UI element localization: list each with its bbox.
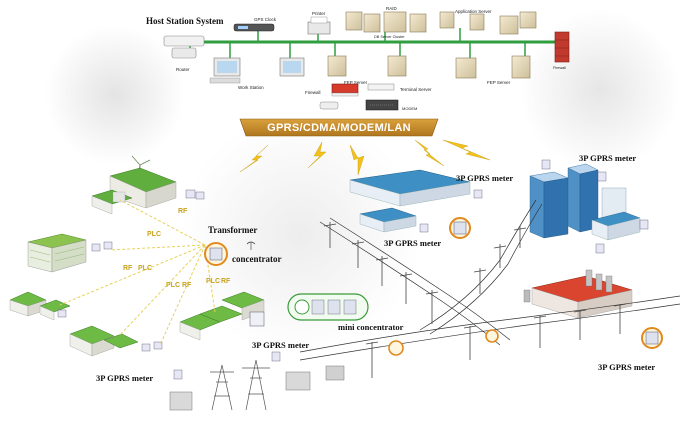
gprs-meter-label-top-right: 3P GPRS meter	[579, 153, 636, 163]
meter-icon	[57, 309, 163, 352]
factory-building-icon	[349, 169, 471, 233]
apartment-building-icon	[27, 233, 87, 273]
modem-label: MODEM	[402, 106, 417, 111]
work-station-label: Work Station	[238, 85, 264, 90]
firewall-right-icon	[554, 31, 570, 63]
gprs-meter-label-mid: 3P GPRS meter	[384, 238, 441, 248]
power-poles	[323, 222, 627, 378]
network-banner	[239, 118, 439, 137]
gprs-meter-circle-icon	[449, 217, 471, 239]
printer-icon	[307, 16, 331, 35]
transformer-label: Transformer	[208, 225, 257, 235]
modem-icon	[365, 99, 399, 111]
router-small-icon	[319, 101, 339, 110]
application-server-label: Application Server	[455, 9, 492, 14]
rf-label-1: RF	[178, 208, 188, 215]
fep-server-label-1: FEP Server	[344, 80, 368, 85]
meter-icon	[541, 159, 649, 254]
raid-label: RAID	[386, 6, 398, 11]
power-plant-icon	[523, 269, 633, 319]
antenna-icon	[246, 241, 256, 250]
gps-clock-icon	[233, 23, 275, 32]
terminal-server-icon	[367, 83, 395, 91]
plc-label-2: PLC	[138, 265, 152, 272]
terminal-server-label: Terminal Server	[400, 87, 432, 92]
transformer-concentrator-icon	[204, 242, 228, 266]
meter-icon	[91, 241, 113, 252]
mini-concentrator-icon	[249, 293, 369, 327]
router-icon	[163, 35, 205, 59]
firewall-icon	[331, 83, 359, 97]
wireless-signal-icons	[239, 139, 491, 176]
gprs-meter-label-bottom-center: 3P GPRS meter	[252, 340, 309, 350]
gprs-meter-label-mid-top: 3P GPRS meter	[456, 173, 513, 183]
gprs-meter-label-bottom-left: 3P GPRS meter	[96, 373, 153, 383]
concentrator-label: concentrator	[232, 254, 281, 264]
gprs-meter-circle-icon	[641, 327, 663, 349]
meter-icon	[185, 189, 205, 200]
meter-icon	[173, 351, 281, 380]
gps-clock-label: GPS Clock	[254, 17, 277, 22]
fep-server-label-2: FEP Server	[487, 80, 511, 85]
rf-label-3: RF	[182, 282, 192, 289]
house-icon	[69, 325, 139, 357]
meter-icon	[419, 189, 483, 233]
router-label: Router	[176, 67, 190, 72]
db-cluster-label: DB Server Cluster	[374, 35, 405, 39]
db-server-cluster-icon	[345, 11, 427, 33]
printer-label: Printer	[312, 11, 326, 16]
house-icon	[179, 291, 265, 341]
host-station-title: Host Station System	[146, 16, 224, 26]
gprs-meter-label-bottom-right: 3P GPRS meter	[598, 362, 655, 372]
office-tower-icon	[529, 163, 641, 241]
farm-building-icon	[91, 167, 177, 215]
house-icon	[9, 291, 71, 321]
plc-label-1: PLC	[147, 231, 161, 238]
plc-label-4: PLC	[206, 278, 220, 285]
pole-meter-circle-icon	[388, 329, 499, 356]
fep-server-icon	[327, 55, 531, 79]
work-station-icon	[209, 57, 305, 84]
plc-label-3: PLC	[166, 282, 180, 289]
substation-transformer-icon	[169, 365, 345, 411]
mini-concentrator-label: mini concentrator	[338, 322, 404, 332]
firewall-right-label: Firewall	[553, 66, 566, 70]
network-banner-label: GPRS/CDMA/MODEM/LAN	[267, 122, 411, 134]
firewall-label: Firewall	[305, 90, 321, 95]
application-server-icon	[439, 11, 537, 35]
rf-label-2: RF	[123, 265, 133, 272]
rf-label-4: RF	[221, 278, 231, 285]
transmission-tower-icon	[210, 359, 270, 411]
